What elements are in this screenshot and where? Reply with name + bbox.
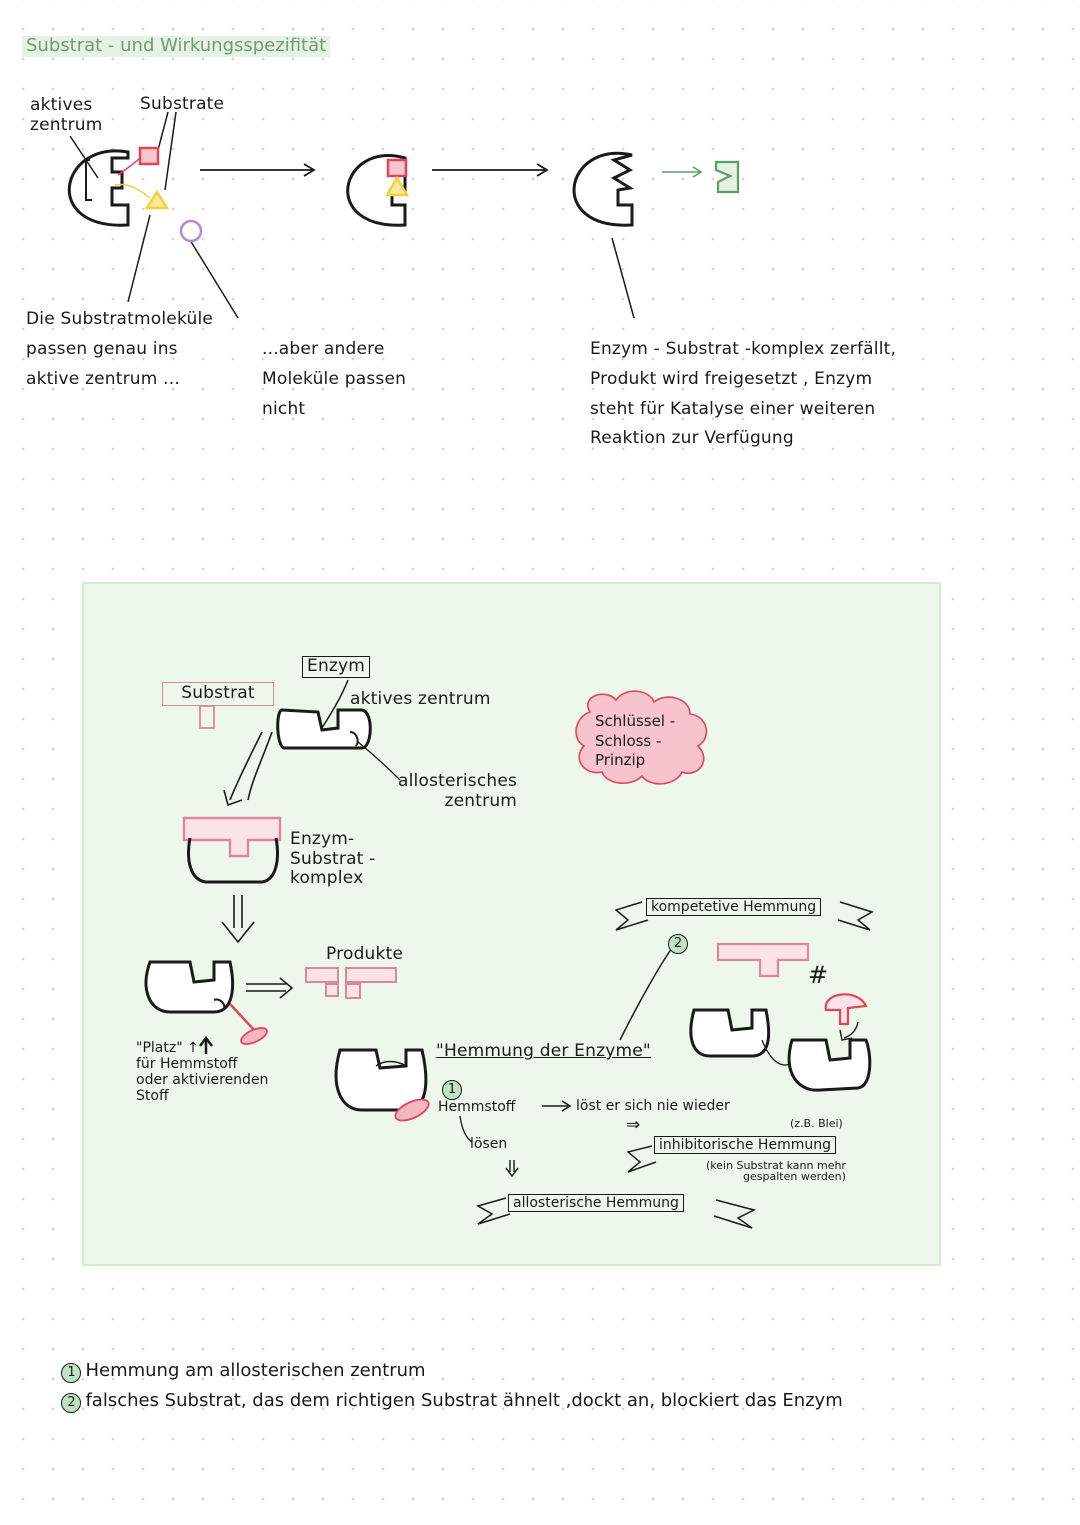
label-enzyme-substrate-complex: Enzym- Substrat - komplex (290, 829, 376, 889)
label-inhibitory-inhibition: inhibitorische Hemmung (654, 1136, 836, 1155)
label-active-center-panel: aktives zentrum (350, 689, 491, 709)
competitive-enzyme-1 (689, 1008, 771, 1058)
enzyme-released (144, 960, 235, 1014)
competitive-enzyme-2 (787, 1038, 872, 1092)
enzyme-shape-3 (572, 151, 635, 227)
footer-text-1: Hemmung am allosterischen zentrum (85, 1359, 426, 1381)
inhibition-panel (82, 582, 941, 1266)
enzyme-shape-1 (67, 149, 130, 227)
enzyme-free (276, 708, 372, 750)
footer-number-2: 2 (61, 1392, 82, 1413)
label-loesen: lösen (470, 1136, 508, 1152)
products-pieces (305, 967, 397, 999)
complex-substrate (182, 816, 282, 858)
label-enzym: Enzym (302, 656, 371, 678)
substrate-triangle (144, 189, 170, 210)
label-competitive-inhibition: kompetetive Hemmung (646, 898, 822, 917)
label-no-substrate: (kein Substrat kann mehr gespalten werde… (706, 1159, 846, 1183)
label-products: Produkte (326, 944, 404, 964)
product-shape (714, 160, 740, 194)
footer-number-1: 1 (61, 1362, 82, 1383)
label-substrates: Substrate (140, 94, 225, 114)
note-complex-decay: Enzym - Substrat -komplex zerfällt, Prod… (590, 339, 897, 449)
substrate-square (138, 146, 160, 166)
note-other-molecules: ...aber andere Moleküle passen nicht (262, 339, 407, 419)
label-substrat: Substrat (162, 682, 274, 706)
double-arrow-glyph: ⇒ (626, 1115, 641, 1135)
label-never-releases: löst er sich nie wieder (576, 1098, 730, 1114)
cloud-shape (575, 690, 708, 785)
competitive-inhibitor (824, 993, 868, 1026)
substrate-circle (179, 219, 203, 243)
cloud-key-lock: Schlüssel - Schloss - Prinzip (595, 712, 676, 769)
page-title: Substrat - und Wirkungsspezifität (22, 35, 331, 57)
label-enzyme-inhibition: "Hemmung der Enzyme" (436, 1041, 651, 1061)
number-1-badge: 1 (442, 1080, 462, 1100)
label-allosteric-center: allosterisches zentrum (398, 771, 518, 811)
label-hemmstoff: Hemmstoff (438, 1099, 516, 1115)
label-platz: "Platz" ↑ für Hemmstoff oder aktivierend… (136, 1040, 269, 1105)
note-substrate-fit: Die Substratmoleküle passen genau ins ak… (26, 309, 214, 389)
not-equal-glyph: # (808, 961, 829, 989)
label-allosteric-inhibition: allosterische Hemmung (508, 1194, 684, 1213)
label-example-lead: (z.B. Blei) (790, 1117, 843, 1130)
complex-enzyme (187, 837, 279, 884)
number-2-badge: 2 (668, 934, 688, 954)
competitive-substrate (716, 942, 810, 978)
label-active-center: aktives zentrum (30, 95, 103, 135)
footer-text-2: falsches Substrat, das dem richtigen Sub… (85, 1389, 843, 1411)
